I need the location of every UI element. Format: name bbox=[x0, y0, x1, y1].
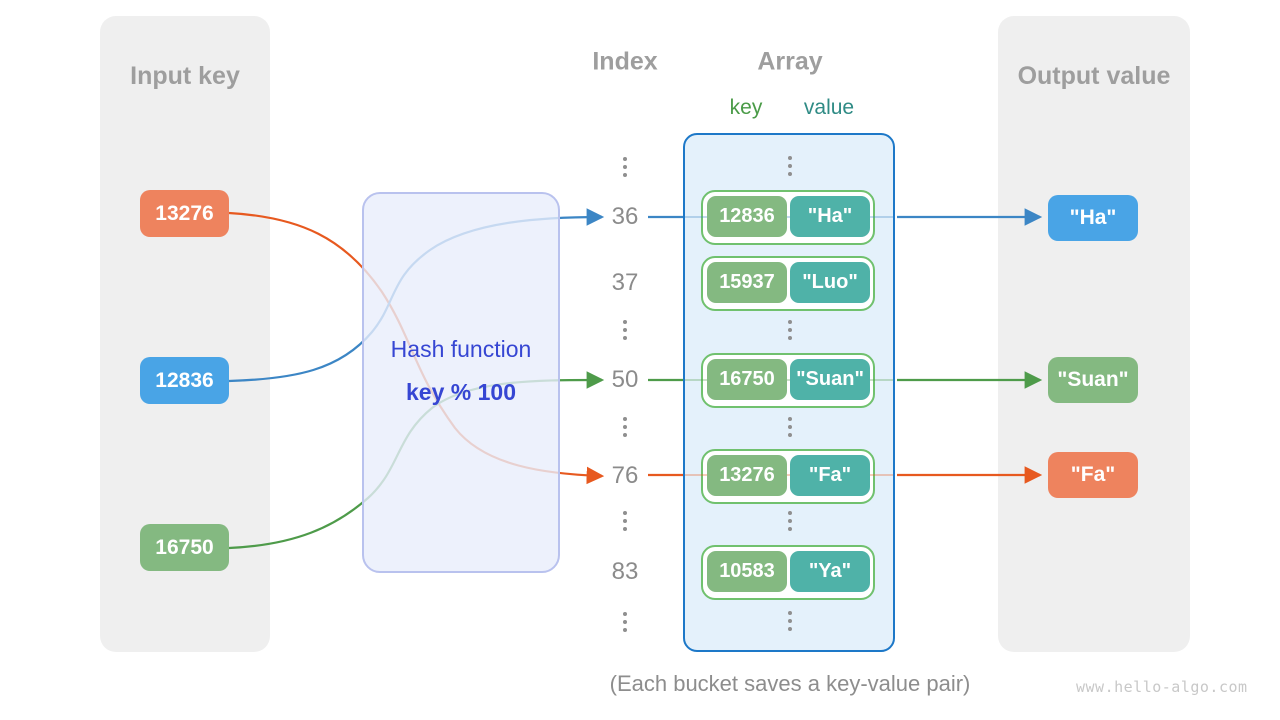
output-value-title: Output value bbox=[1017, 62, 1171, 90]
input-key-title: Input key bbox=[130, 62, 240, 90]
output-value-panel: Output value bbox=[998, 16, 1190, 652]
index-36: 36 bbox=[611, 203, 639, 230]
bucket-key: 16750 bbox=[707, 359, 787, 400]
ellipsis-index bbox=[623, 417, 627, 437]
input-key-16750: 16750 bbox=[140, 524, 229, 571]
input-key-13276: 13276 bbox=[140, 190, 229, 237]
ellipsis-array bbox=[788, 417, 792, 437]
bucket-key: 13276 bbox=[707, 455, 787, 496]
bucket-key: 15937 bbox=[707, 262, 787, 303]
bucket-value: "Luo" bbox=[790, 262, 870, 303]
index-column-title: Index bbox=[592, 47, 658, 76]
ellipsis-index bbox=[623, 612, 627, 632]
ellipsis-array bbox=[788, 511, 792, 531]
bucket-value: "Suan" bbox=[790, 359, 870, 400]
index-37: 37 bbox=[611, 269, 639, 296]
index-76: 76 bbox=[611, 462, 639, 489]
bucket-value: "Ya" bbox=[790, 551, 870, 592]
key-column-label: key bbox=[729, 96, 763, 119]
hash-function-label: Hash function bbox=[390, 336, 532, 362]
bucket-value: "Fa" bbox=[790, 455, 870, 496]
bucket-key: 10583 bbox=[707, 551, 787, 592]
hash-formula: key % 100 bbox=[406, 379, 516, 405]
ellipsis-index bbox=[623, 157, 627, 177]
watermark: www.hello-algo.com bbox=[1076, 678, 1248, 696]
ellipsis-array bbox=[788, 320, 792, 340]
hash-function-box: Hash function key % 100 bbox=[362, 192, 560, 573]
ellipsis-array bbox=[788, 156, 792, 176]
output-value-fa: "Fa" bbox=[1048, 452, 1138, 498]
bucket-key: 12836 bbox=[707, 196, 787, 237]
input-key-12836: 12836 bbox=[140, 357, 229, 404]
output-value-suan: "Suan" bbox=[1048, 357, 1138, 403]
array-column-title: Array bbox=[757, 47, 823, 76]
value-column-label: value bbox=[803, 96, 855, 119]
bucket-value: "Ha" bbox=[790, 196, 870, 237]
ellipsis-index bbox=[623, 320, 627, 340]
index-50: 50 bbox=[611, 366, 639, 393]
caption: (Each bucket saves a key-value pair) bbox=[609, 671, 971, 696]
index-83: 83 bbox=[611, 558, 639, 585]
output-value-ha: "Ha" bbox=[1048, 195, 1138, 241]
ellipsis-array bbox=[788, 611, 792, 631]
ellipsis-index bbox=[623, 511, 627, 531]
